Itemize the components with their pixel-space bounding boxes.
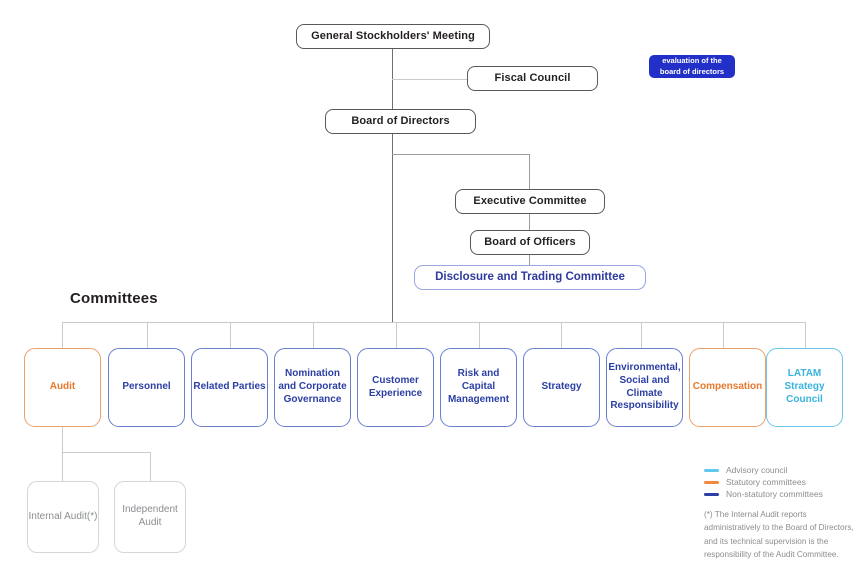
committee-customer-experience[interactable]: Customer Experience (357, 348, 434, 427)
connector-audit-branch-horizontal (62, 452, 151, 453)
committee-label: Risk and Capital Management (447, 368, 510, 405)
legend-label: Statutory committees (726, 477, 806, 487)
legend-swatch-non-statutory-icon (704, 492, 719, 496)
node-board-of-officers[interactable]: Board of Officers (470, 230, 590, 255)
committees-bus-drop-6 (479, 322, 480, 349)
node-executive-committee[interactable]: Executive Committee (455, 189, 605, 214)
committee-label: LATAM Strategy Council (784, 368, 825, 405)
committee-label: Audit (49, 381, 76, 393)
committee-label: Compensation (692, 381, 763, 393)
connector-executive-to-officers (529, 213, 530, 231)
committees-bus-drop-5 (396, 322, 397, 349)
connector-gsm-to-fiscal-council (392, 79, 468, 80)
legend-label: Advisory council (726, 465, 788, 475)
legend-swatch-statutory-icon (704, 480, 719, 484)
connector-branch-to-independent-audit (150, 452, 151, 482)
committees-bus-drop-9 (723, 322, 724, 349)
node-label: Independent Audit (122, 504, 178, 528)
committee-strategy[interactable]: Strategy (523, 348, 600, 427)
committee-latam-strategy-council[interactable]: LATAM Strategy Council (766, 348, 843, 427)
legend-swatch-advisory-icon (704, 468, 719, 472)
committee-label: Nomination and Corporate Governance (278, 368, 347, 405)
node-fiscal-council[interactable]: Fiscal Council (467, 66, 598, 91)
committees-bus-drop-10 (805, 322, 806, 349)
node-label: Executive Committee (473, 195, 587, 208)
committee-label: Strategy (541, 381, 582, 393)
node-label: Internal Audit(*) (28, 510, 98, 522)
committee-risk-and-capital-management[interactable]: Risk and Capital Management (440, 348, 517, 427)
legend-item-non-statutory-committees: Non-statutory committees (704, 488, 823, 500)
legend: Advisory council Statutory committees No… (704, 464, 823, 500)
badge-label: evaluation of the board of directors (659, 55, 725, 76)
node-independent-audit[interactable]: Independent Audit (114, 481, 186, 553)
committees-bus-drop-3 (230, 322, 231, 349)
node-label: Disclosure and Trading Committee (435, 271, 625, 284)
committee-environmental-social-and-climate-responsibility[interactable]: Environmental, Social and Climate Respon… (606, 348, 683, 427)
committee-nomination-and-corporate-governance[interactable]: Nomination and Corporate Governance (274, 348, 351, 427)
node-label: Board of Directors (351, 115, 450, 128)
committee-label: Environmental, Social and Climate Respon… (608, 361, 681, 412)
section-title-committees: Committees (70, 290, 158, 307)
legend-label: Non-statutory committees (726, 489, 823, 499)
committee-audit[interactable]: Audit (24, 348, 101, 427)
committee-label: Customer Experience (368, 374, 423, 399)
node-label: Board of Officers (484, 236, 576, 249)
committees-bus-drop-1 (62, 322, 63, 349)
badge-evaluation-of-board-of-directors[interactable]: evaluation of the board of directors (649, 55, 735, 78)
connector-officers-to-disclosure (529, 255, 530, 266)
node-label: Fiscal Council (494, 72, 571, 85)
committees-bus-drop-4 (313, 322, 314, 349)
node-internal-audit[interactable]: Internal Audit(*) (27, 481, 99, 553)
committee-related-parties[interactable]: Related Parties (191, 348, 268, 427)
committees-bus-drop-2 (147, 322, 148, 349)
footnote-internal-audit: (*) The Internal Audit reports administr… (704, 510, 854, 559)
committees-bus-drop-7 (561, 322, 562, 349)
committee-label: Personnel (122, 381, 171, 393)
committee-personnel[interactable]: Personnel (108, 348, 185, 427)
legend-item-advisory-council: Advisory council (704, 464, 823, 476)
connector-audit-to-subaudits (62, 427, 63, 482)
committees-bus-drop-8 (641, 322, 642, 349)
committee-label: Related Parties (193, 381, 266, 393)
committee-compensation[interactable]: Compensation (689, 348, 766, 427)
committees-bus-horizontal (62, 322, 806, 323)
connector-board-to-committees-bus (392, 133, 393, 323)
connector-branch-to-executive-committee (529, 154, 530, 190)
connector-board-branch-horizontal (392, 154, 530, 155)
node-board-of-directors[interactable]: Board of Directors (325, 109, 476, 134)
node-label: General Stockholders' Meeting (311, 30, 475, 43)
node-general-stockholders-meeting[interactable]: General Stockholders' Meeting (296, 24, 490, 49)
node-disclosure-and-trading-committee[interactable]: Disclosure and Trading Committee (414, 265, 646, 290)
legend-item-statutory-committees: Statutory committees (704, 476, 823, 488)
